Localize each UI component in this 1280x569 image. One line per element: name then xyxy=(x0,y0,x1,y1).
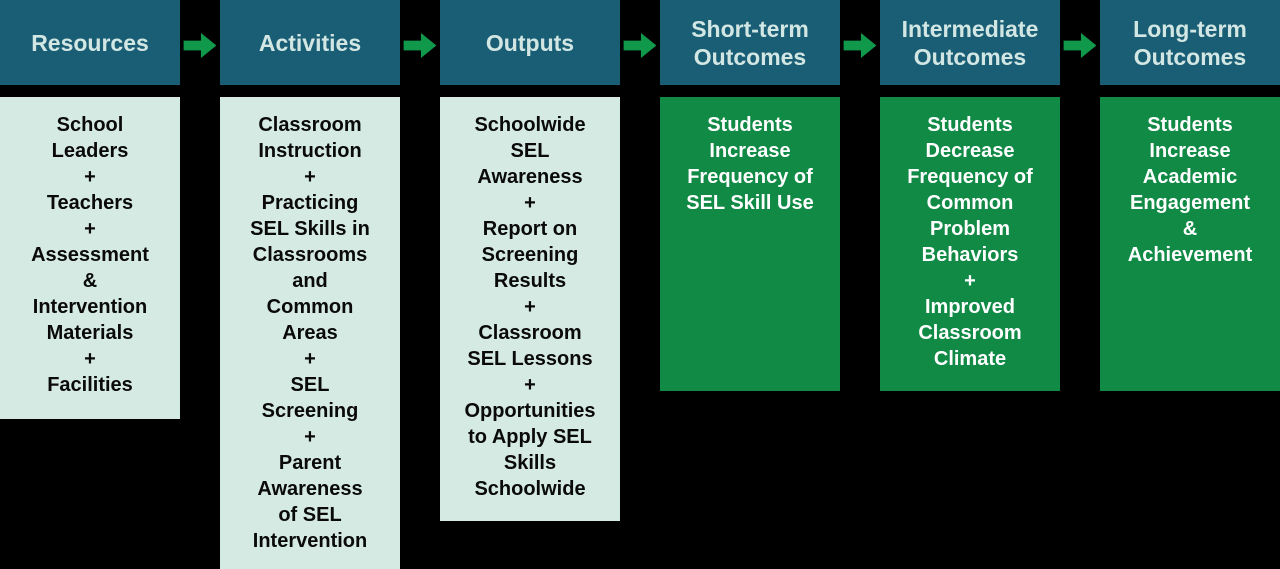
column-body-long-term-outcomes: Students Increase Academic Engagement & … xyxy=(1100,97,1280,391)
column-header-intermediate-outcomes: Intermediate Outcomes xyxy=(880,0,1060,85)
arrow-right-icon xyxy=(183,32,217,59)
column-body-short-term-outcomes: Students Increase Frequency of SEL Skill… xyxy=(660,97,840,391)
arrow-right-icon xyxy=(1063,32,1097,59)
column-header-short-term-outcomes: Short-term Outcomes xyxy=(660,0,840,85)
arrow-right-icon xyxy=(403,32,437,59)
arrow-right-icon xyxy=(843,32,877,59)
column-body-intermediate-outcomes: Students Decrease Frequency of Common Pr… xyxy=(880,97,1060,391)
arrow-right-icon xyxy=(623,32,657,59)
column-header-activities: Activities xyxy=(220,0,400,85)
column-header-outputs: Outputs xyxy=(440,0,620,85)
column-body-outputs: Schoolwide SEL Awareness + Report on Scr… xyxy=(440,97,620,521)
column-header-resources: Resources xyxy=(0,0,180,85)
column-body-activities: Classroom Instruction + Practicing SEL S… xyxy=(220,97,400,569)
column-body-resources: School Leaders + Teachers + Assessment &… xyxy=(0,97,180,419)
column-header-long-term-outcomes: Long-term Outcomes xyxy=(1100,0,1280,85)
